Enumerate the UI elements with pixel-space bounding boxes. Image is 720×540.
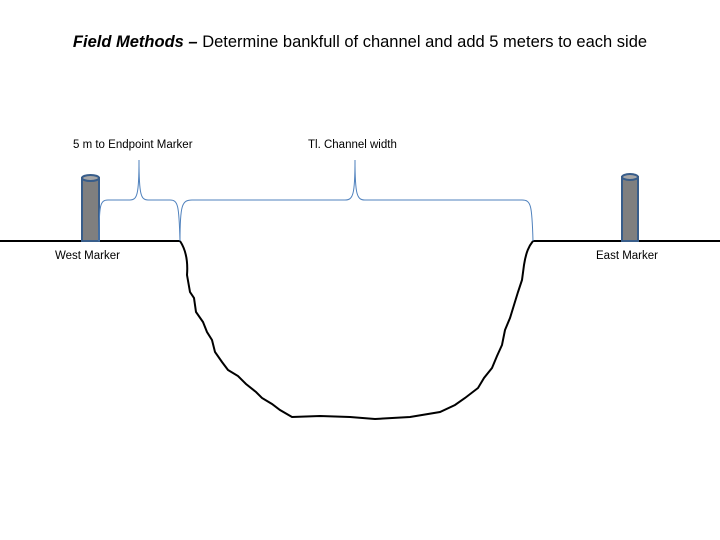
endpoint-distance-brace [98, 159, 181, 242]
slide-title: Field Methods – Determine bankfull of ch… [0, 33, 720, 52]
title-text: Determine bankfull of channel and add 5 … [197, 33, 648, 51]
east-marker-label: East Marker [596, 250, 658, 262]
west-marker-post [81, 174, 100, 242]
west-marker-label: West Marker [55, 250, 120, 262]
east-marker-post [621, 173, 639, 242]
channel-width-brace [179, 159, 534, 242]
endpoint-distance-label: 5 m to Endpoint Marker [73, 139, 193, 151]
channel-profile [179, 240, 534, 421]
channel-width-label: Tl. Channel width [308, 139, 397, 151]
title-emphasis: Field Methods – [72, 33, 198, 51]
